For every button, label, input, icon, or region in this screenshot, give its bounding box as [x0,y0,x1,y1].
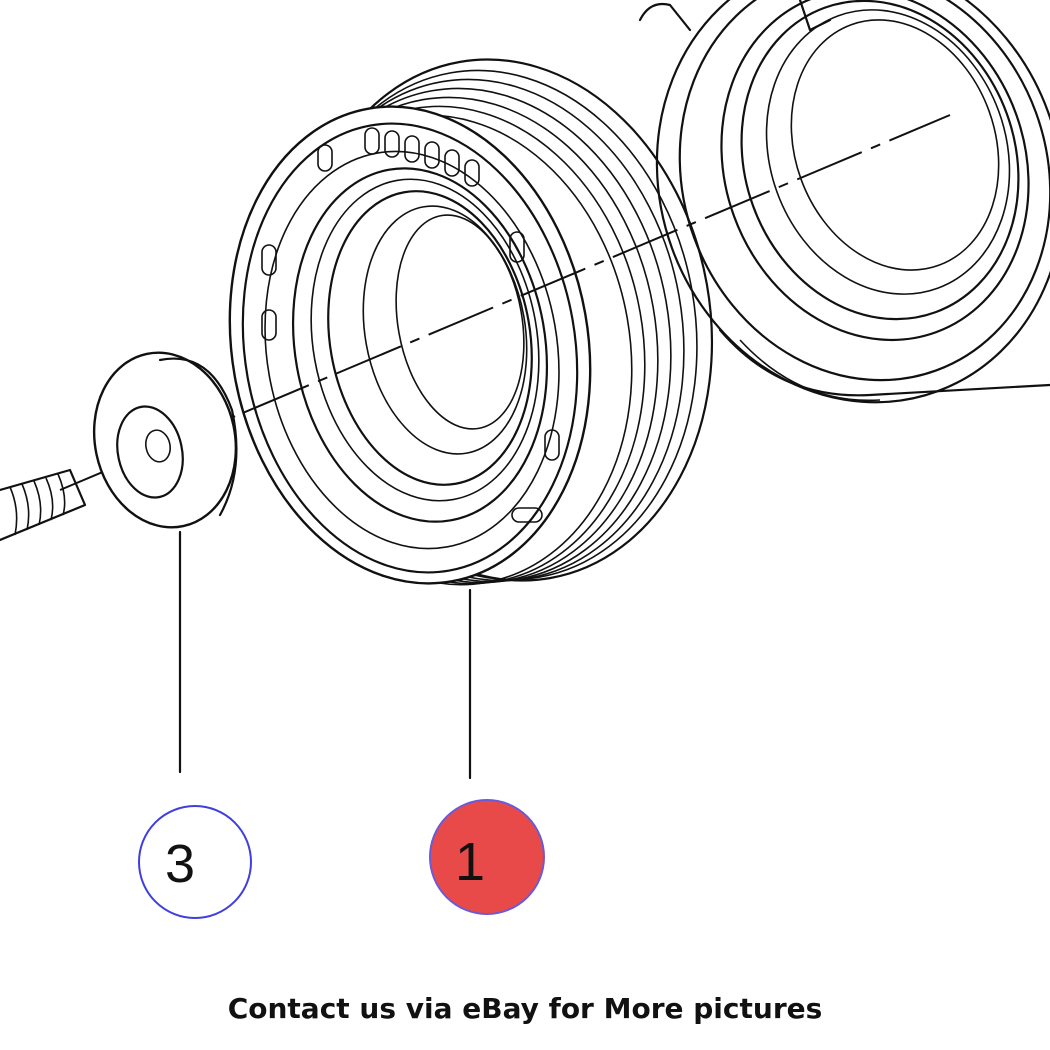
callout-3-circle [138,805,252,919]
pulley-part-1 [228,58,714,586]
callout-1-number: 1 [455,832,485,892]
callout-1-circle [429,799,545,915]
pulley-slots [261,127,560,523]
bolt [0,468,87,542]
contact-footer: Contact us via eBay for More pictures [227,992,823,1025]
callout-3-number: 3 [165,834,195,894]
callout-1[interactable]: 1 [429,799,545,915]
washer-part-3 [92,351,238,529]
callout-3[interactable]: 3 [138,805,252,919]
clutch-housing [638,0,1050,404]
